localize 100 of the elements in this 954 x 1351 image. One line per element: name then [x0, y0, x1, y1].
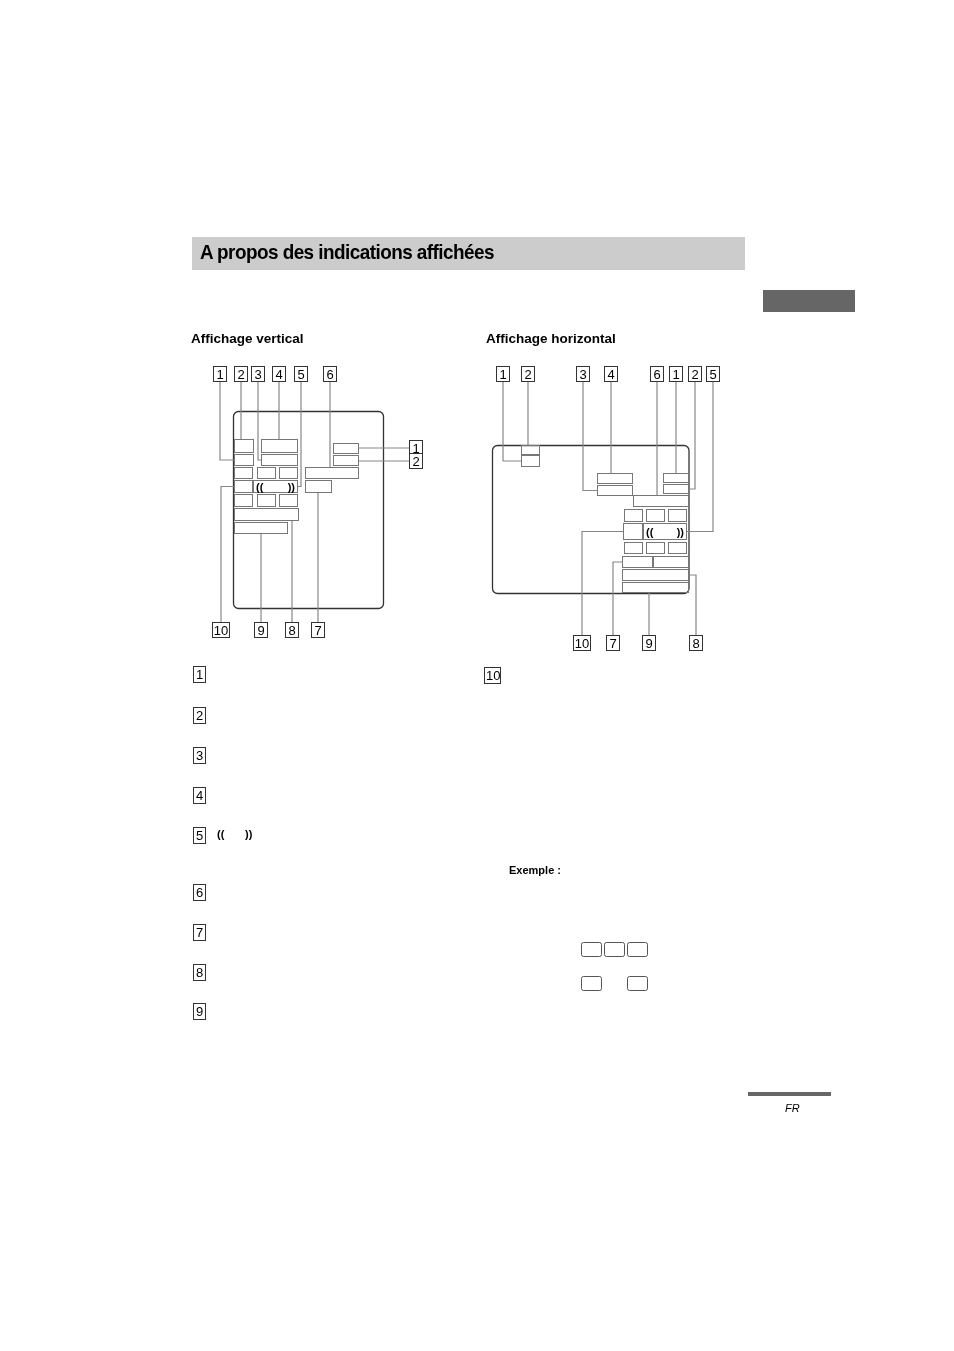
leader-line: [297, 381, 302, 488]
display-segment: [622, 556, 653, 568]
leader-line: [257, 381, 262, 461]
bracket-mark: ((: [646, 525, 654, 538]
display-segment: [234, 454, 254, 466]
display-segment: [622, 569, 689, 581]
node-box: [253, 480, 298, 493]
callout-number: 4: [272, 366, 286, 382]
leader-line: [688, 574, 697, 636]
display-segment: [234, 508, 299, 521]
callout-number: 7: [193, 924, 206, 941]
display-segment: [234, 467, 253, 479]
callout-number: 8: [285, 622, 299, 638]
callout-number: 1: [669, 366, 683, 382]
callout-number: 6: [323, 366, 337, 382]
callout-number: 6: [193, 884, 206, 901]
leader-line: [582, 381, 598, 492]
display-segment: [653, 556, 689, 568]
callout-number: 8: [689, 635, 703, 651]
callout-number: 2: [193, 707, 206, 724]
display-segment: [622, 582, 689, 593]
callout-number: 2: [234, 366, 248, 382]
display-segment: [646, 509, 665, 522]
display-segment: [234, 480, 253, 493]
display-segment: [624, 509, 643, 522]
display-segment: [597, 485, 633, 496]
display-segment: [234, 494, 253, 507]
bracket-mark: )): [676, 525, 684, 538]
leader-line: [686, 381, 714, 533]
callout-number: 4: [193, 787, 206, 804]
display-segment: [663, 473, 689, 483]
leader-line: [260, 533, 262, 623]
leader-line: [648, 592, 650, 636]
section-tab: [763, 290, 855, 312]
display-segment: [257, 467, 276, 479]
callout-number: 10: [484, 667, 501, 684]
callout-number: 1: [496, 366, 510, 382]
bracket-mark: )): [245, 828, 253, 840]
leader-line: [358, 447, 410, 449]
leader-line: [278, 381, 280, 440]
display-segment: [597, 473, 633, 484]
callout-number: 8: [193, 964, 206, 981]
leader-line: [219, 381, 235, 461]
callout-number: 5: [706, 366, 720, 382]
callout-number: 1: [193, 666, 206, 683]
section-heading: Affichage horizontal: [486, 331, 616, 346]
display-segment: [305, 480, 332, 493]
leader-line: [329, 381, 331, 468]
leader-line: [220, 485, 235, 623]
callout-number: 10: [212, 622, 230, 638]
callout-number: 3: [576, 366, 590, 382]
leader-line: [656, 381, 658, 496]
bracket-mark: ((: [217, 828, 225, 840]
callout-number: 1: [213, 366, 227, 382]
bracket-mark: )): [287, 480, 295, 493]
leader-line: [358, 460, 410, 462]
display-segment: [668, 509, 687, 522]
bracket-mark: ((: [256, 480, 264, 493]
callout-number: 9: [642, 635, 656, 651]
leader-line: [240, 381, 242, 440]
display-segment: [668, 542, 687, 554]
page-title: A propos des indications affichées: [200, 240, 494, 264]
callout-number: 10: [573, 635, 591, 651]
display-segment: [305, 467, 359, 479]
display-segment: [633, 495, 689, 507]
display-segment: [279, 494, 298, 507]
callout-number: 4: [604, 366, 618, 382]
callout-number: 2: [521, 366, 535, 382]
display-segment: [261, 439, 298, 453]
callout-number: 3: [251, 366, 265, 382]
leader-line: [317, 492, 319, 623]
leader-line: [291, 520, 293, 623]
callout-number: 9: [254, 622, 268, 638]
callout-number: 2: [688, 366, 702, 382]
callout-number: 9: [193, 1003, 206, 1020]
callout-number: 2: [409, 453, 423, 469]
callout-number: 7: [606, 635, 620, 651]
display-segment: [279, 467, 298, 479]
section-heading: Affichage vertical: [191, 331, 304, 346]
leader-line: [612, 561, 623, 636]
display-segment: [333, 455, 359, 466]
callout-number: 3: [193, 747, 206, 764]
leader-line: [581, 530, 624, 636]
display-segment: [257, 494, 276, 507]
callout-number: 6: [650, 366, 664, 382]
display-segment: [234, 439, 254, 453]
display-segment: [261, 454, 298, 466]
display-segment: [521, 445, 540, 455]
display-segment: [623, 523, 643, 540]
display-segment: [521, 455, 540, 467]
display-segment: [333, 443, 359, 454]
callout-number: 5: [193, 827, 206, 844]
example-label: Exemple :: [509, 864, 561, 876]
leader-line: [688, 381, 696, 490]
leader-line: [502, 381, 522, 462]
display-segment: [663, 484, 689, 494]
callout-number: 5: [294, 366, 308, 382]
leader-line: [527, 381, 529, 446]
leader-line: [675, 381, 677, 474]
callout-number: 7: [311, 622, 325, 638]
